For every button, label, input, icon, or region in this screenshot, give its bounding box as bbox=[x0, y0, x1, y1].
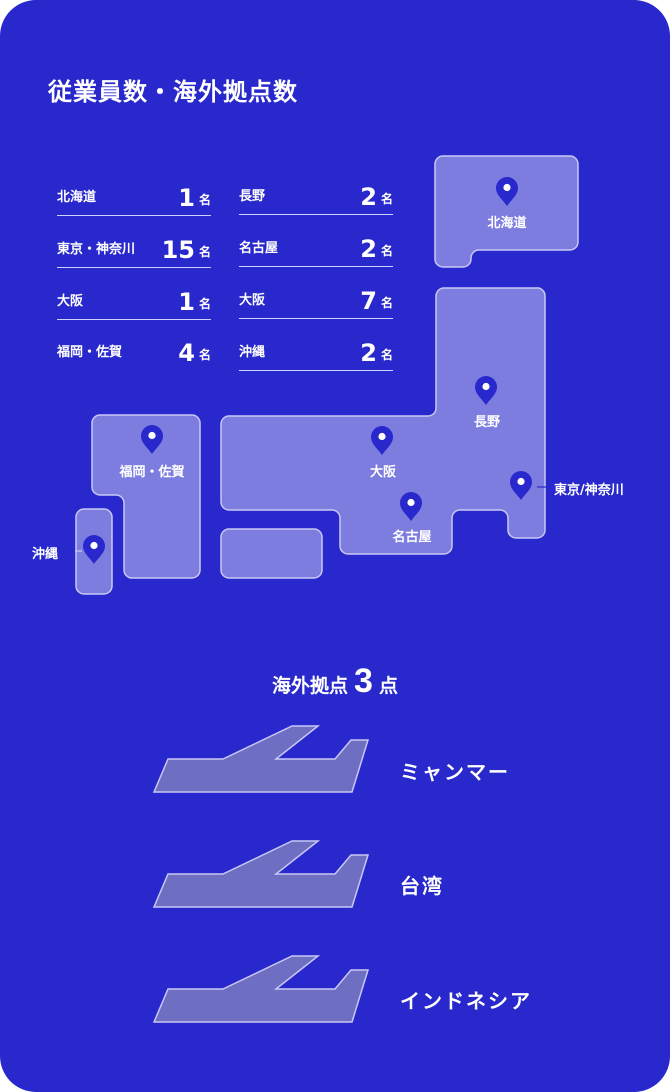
stat-row-okinawa: 沖縄 2 名 bbox=[239, 326, 393, 371]
stat-unit: 名 bbox=[198, 193, 211, 207]
stat-label: 福岡・佐賀 bbox=[57, 345, 123, 360]
region-honshu bbox=[220, 287, 546, 555]
pin-label-tokyo: 東京/神奈川 bbox=[554, 483, 624, 498]
stat-row-osaka-2: 大阪 7 名 bbox=[239, 274, 393, 319]
stat-count: 4 bbox=[178, 339, 195, 367]
stat-unit: 名 bbox=[380, 192, 393, 206]
plane-icon-taiwan bbox=[152, 840, 370, 908]
pin-label-okinawa: 沖縄 bbox=[32, 547, 59, 562]
stat-count: 15 bbox=[161, 236, 195, 264]
stat-count: 7 bbox=[360, 287, 377, 315]
region-hokkaido bbox=[434, 155, 579, 268]
overseas-count: 3 bbox=[354, 662, 373, 700]
plane-icon-indonesia bbox=[152, 955, 370, 1023]
pin-label-fukuoka: 福岡・佐賀 bbox=[119, 465, 185, 480]
pin-label-nagoya: 名古屋 bbox=[392, 530, 432, 545]
plane-icon-myanmar bbox=[152, 725, 370, 793]
stat-count: 2 bbox=[360, 183, 377, 211]
page-title: 従業員数・海外拠点数 bbox=[48, 78, 298, 106]
stat-unit: 名 bbox=[198, 245, 211, 259]
stat-label: 大阪 bbox=[239, 293, 266, 308]
stat-unit: 名 bbox=[198, 348, 211, 362]
region-shikoku bbox=[220, 528, 323, 579]
pin-label-hokkaido: 北海道 bbox=[487, 216, 527, 231]
pin-label-osaka: 大阪 bbox=[369, 465, 397, 480]
stat-unit: 名 bbox=[380, 296, 393, 310]
stat-count: 1 bbox=[178, 288, 195, 316]
region-kyushu bbox=[91, 414, 201, 579]
stat-label: 名古屋 bbox=[239, 241, 279, 256]
stat-row-osaka: 大阪 1 名 bbox=[57, 275, 211, 320]
stat-unit: 名 bbox=[198, 297, 211, 311]
stat-label: 大阪 bbox=[57, 294, 84, 309]
overseas-prefix: 海外拠点 bbox=[272, 675, 349, 697]
stat-unit: 名 bbox=[380, 348, 393, 362]
stat-count: 1 bbox=[178, 184, 195, 212]
stat-row-nagoya: 名古屋 2 名 bbox=[239, 222, 393, 267]
stat-row-fukuoka-saga: 福岡・佐賀 4 名 bbox=[57, 326, 211, 370]
pin-label-nagano: 長野 bbox=[473, 415, 501, 430]
country-indonesia: インドネシア bbox=[400, 989, 532, 1013]
stat-label: 長野 bbox=[239, 189, 266, 204]
country-myanmar: ミャンマー bbox=[400, 760, 510, 784]
stat-label: 沖縄 bbox=[239, 345, 266, 360]
stat-label: 東京・神奈川 bbox=[57, 242, 136, 257]
stat-label: 北海道 bbox=[57, 190, 97, 205]
stat-row-hokkaido: 北海道 1 名 bbox=[57, 171, 211, 216]
stat-unit: 名 bbox=[380, 244, 393, 258]
overseas-suffix: 点 bbox=[378, 675, 398, 697]
country-taiwan: 台湾 bbox=[400, 874, 444, 898]
stat-row-tokyo-kanagawa: 東京・神奈川 15 名 bbox=[57, 223, 211, 268]
stat-count: 2 bbox=[360, 339, 377, 367]
stat-count: 2 bbox=[360, 235, 377, 263]
stat-row-nagano: 長野 2 名 bbox=[239, 170, 393, 215]
plane-icons bbox=[152, 725, 370, 1023]
